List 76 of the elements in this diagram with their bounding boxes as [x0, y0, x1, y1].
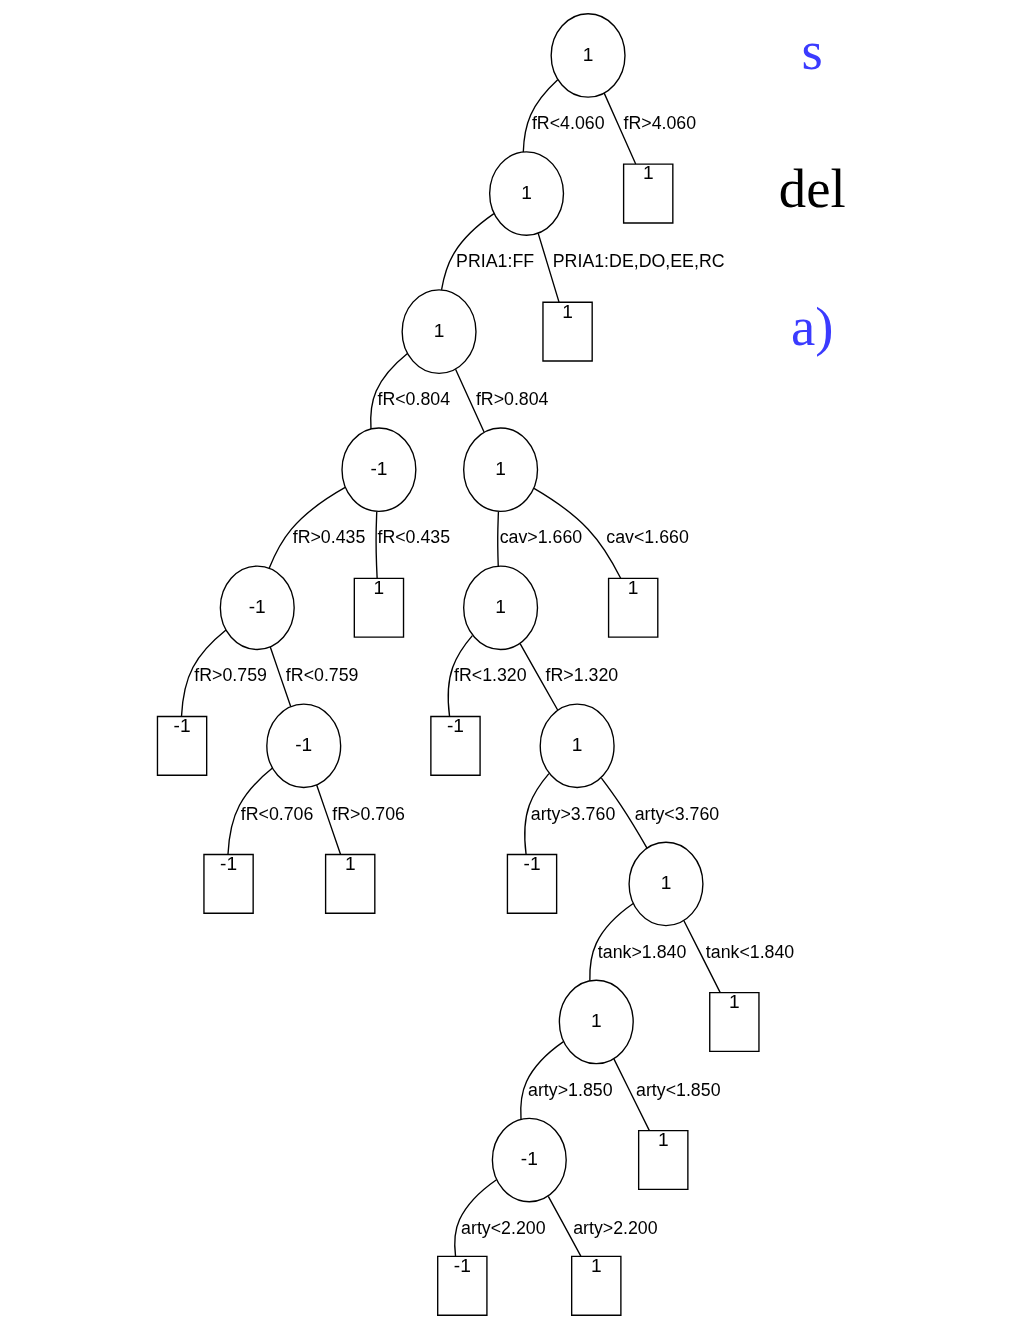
- node-box: -1: [203, 853, 254, 914]
- edge-label: fR>0.706: [332, 803, 405, 824]
- connector: [440, 213, 495, 291]
- edge-label: fR>0.804: [475, 389, 549, 410]
- node-box: -1: [437, 1255, 488, 1316]
- node-box: 1: [709, 991, 760, 1053]
- node-box: -1: [506, 853, 558, 914]
- edge-label: fR>0.435: [292, 527, 366, 548]
- edge-label: arty>2.200: [573, 1217, 658, 1238]
- node-ellipse: 1: [401, 289, 477, 374]
- connector: [603, 92, 637, 165]
- node-ellipse: 1: [558, 979, 634, 1065]
- node-ellipse: -1: [341, 427, 417, 513]
- edge-label: cav<1.660: [606, 527, 689, 548]
- edge-label: fR<0.804: [377, 389, 451, 410]
- edge-label: fR<0.435: [377, 527, 451, 548]
- connector: [268, 486, 346, 569]
- edge-label: arty<1.850: [636, 1079, 721, 1100]
- connector: [454, 1179, 498, 1257]
- node-box: 1: [622, 163, 674, 224]
- edge-label: cav>1.660: [499, 527, 583, 548]
- node-box: 1: [637, 1129, 689, 1191]
- edge-label: arty<3.760: [634, 803, 720, 824]
- node-box: 1: [542, 301, 593, 362]
- edge-label: tank>1.840: [597, 941, 687, 962]
- edge-label: fR<1.320: [454, 665, 527, 686]
- connector: [613, 1058, 651, 1132]
- connector: [522, 79, 559, 153]
- connector: [375, 511, 378, 579]
- node-ellipse: 1: [628, 841, 704, 927]
- connector: [520, 1040, 565, 1120]
- node-ellipse: 1: [463, 565, 539, 651]
- edge-label: fR>0.759: [194, 665, 267, 686]
- connector: [537, 232, 560, 303]
- connector: [683, 919, 721, 994]
- label: a): [791, 296, 834, 358]
- node-box: -1: [430, 715, 481, 776]
- node-box: 1: [607, 577, 659, 638]
- node-ellipse: -1: [266, 703, 342, 789]
- node-box: -1: [156, 715, 208, 776]
- edge-label: fR<0.706: [240, 803, 314, 824]
- node-ellipse: -1: [491, 1117, 567, 1203]
- node-ellipse: 1: [463, 427, 539, 513]
- connector: [447, 634, 474, 717]
- edge-label: arty>3.760: [530, 803, 616, 824]
- label: s: [801, 20, 823, 82]
- node-box: 1: [353, 577, 405, 638]
- node-box: 1: [571, 1255, 622, 1316]
- edge-label: PRIA1:DE,DO,EE,RC: [552, 251, 725, 272]
- connector: [497, 511, 500, 567]
- edge-label: fR>4.060: [623, 113, 697, 134]
- connector: [547, 1195, 582, 1257]
- edge-label: fR<0.759: [285, 665, 359, 686]
- connector: [519, 642, 559, 711]
- connector: [533, 487, 622, 579]
- label: del: [778, 158, 846, 220]
- connector: [600, 777, 648, 849]
- node-ellipse: 1: [539, 703, 615, 789]
- connector: [316, 784, 342, 856]
- edge-label: fR<4.060: [531, 113, 605, 134]
- connector: [370, 352, 409, 430]
- connector: [454, 368, 485, 433]
- node-ellipse: 1: [550, 13, 626, 98]
- node-ellipse: 1: [488, 151, 565, 236]
- edge-label: fR>1.320: [545, 665, 619, 686]
- edge-label: tank<1.840: [705, 941, 795, 962]
- edge-label: arty>1.850: [528, 1079, 613, 1100]
- connector: [269, 646, 292, 708]
- connector: [227, 767, 274, 855]
- connector: [524, 773, 550, 855]
- edge-label: PRIA1:FF: [456, 251, 535, 272]
- node-ellipse: -1: [219, 565, 295, 651]
- edge-label: arty<2.200: [461, 1217, 546, 1238]
- node-box: 1: [324, 853, 376, 914]
- connector: [589, 902, 634, 982]
- connector: [180, 629, 227, 717]
